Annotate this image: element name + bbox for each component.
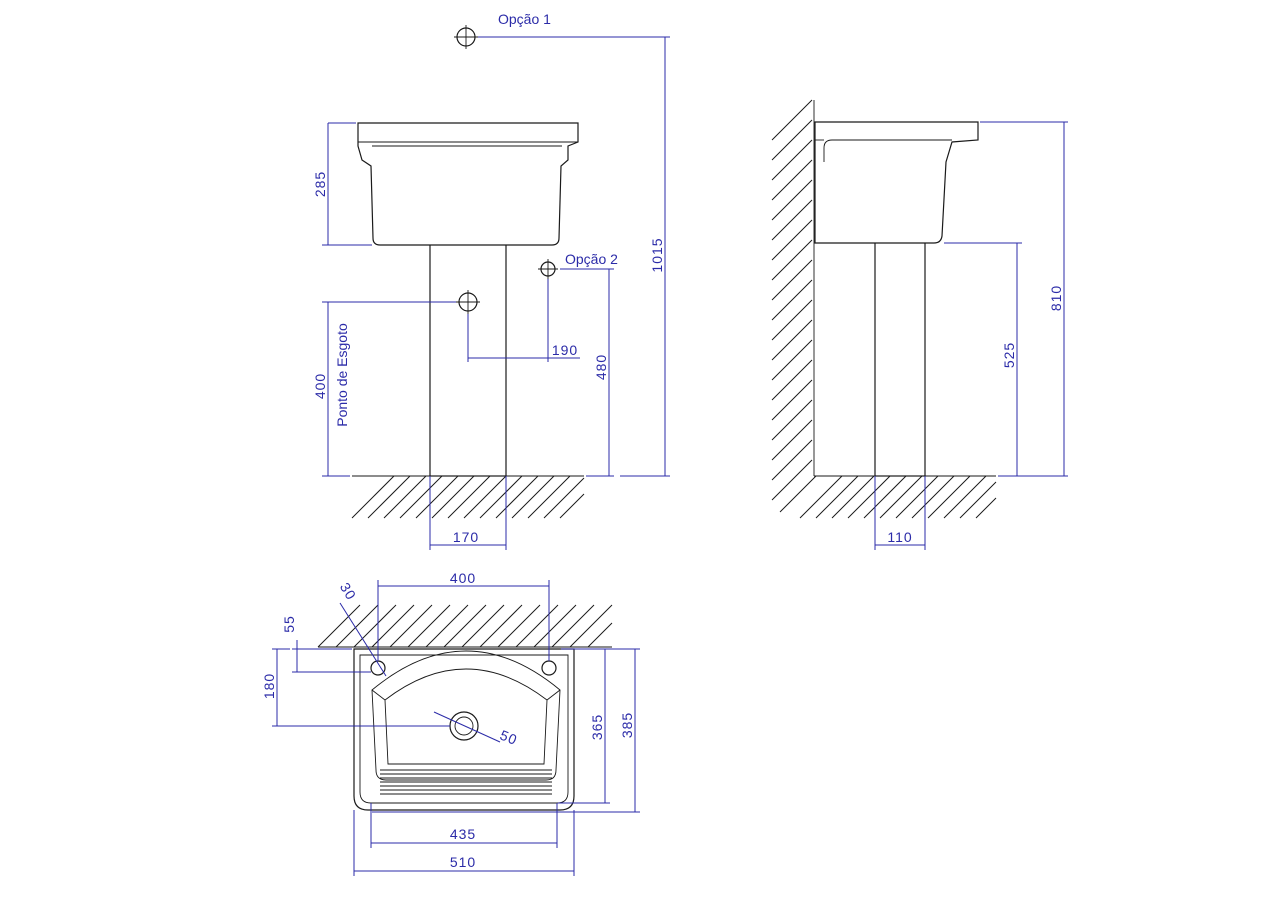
side-view: 110 525 810 — [771, 99, 1068, 550]
dim-400-holes: 400 — [450, 570, 476, 586]
drain-pipe-symbol — [456, 290, 480, 314]
dim-180: 180 — [261, 673, 277, 699]
side-dimensions — [874, 121, 1068, 550]
top-wall-hatch — [317, 604, 613, 648]
dim-55: 55 — [281, 615, 297, 633]
dim-525: 525 — [1001, 342, 1017, 368]
dim-435: 435 — [450, 826, 476, 842]
dim-190: 190 — [552, 342, 578, 358]
side-pedestal — [874, 239, 926, 477]
option2-pipe-symbol — [538, 259, 558, 279]
drain-point-label: Ponto de Esgoto — [334, 323, 350, 427]
option1-pipe-symbol — [454, 25, 478, 49]
top-washboard-ribs — [380, 769, 552, 795]
dim-810: 810 — [1048, 285, 1064, 311]
dim-50: 50 — [498, 727, 520, 748]
dim-480: 480 — [593, 354, 609, 380]
dim-285: 285 — [312, 171, 328, 197]
dim-365: 365 — [589, 714, 605, 740]
side-floor-hatch — [799, 475, 997, 519]
side-wall-hatch — [771, 99, 817, 513]
front-view: 285 400 Ponto de Esgoto 190 480 1015 170… — [312, 11, 670, 550]
dim-1015: 1015 — [649, 237, 665, 272]
dim-170: 170 — [453, 529, 479, 545]
option2-label: Opção 2 — [565, 251, 618, 267]
option1-label: Opção 1 — [498, 11, 551, 27]
side-basin — [814, 121, 979, 244]
front-basin — [357, 122, 579, 246]
dim-110: 110 — [887, 529, 912, 545]
dim-510: 510 — [450, 854, 476, 870]
dim-385: 385 — [619, 712, 635, 738]
front-dimensions — [322, 36, 670, 550]
top-dimensions — [272, 580, 640, 876]
front-floor-hatch — [351, 475, 585, 519]
dim-30: 30 — [337, 580, 360, 603]
top-view: 400 30 55 180 50 365 385 435 510 — [261, 570, 640, 876]
dim-400-drain: 400 — [312, 373, 328, 399]
top-basin-bowl — [371, 650, 561, 781]
